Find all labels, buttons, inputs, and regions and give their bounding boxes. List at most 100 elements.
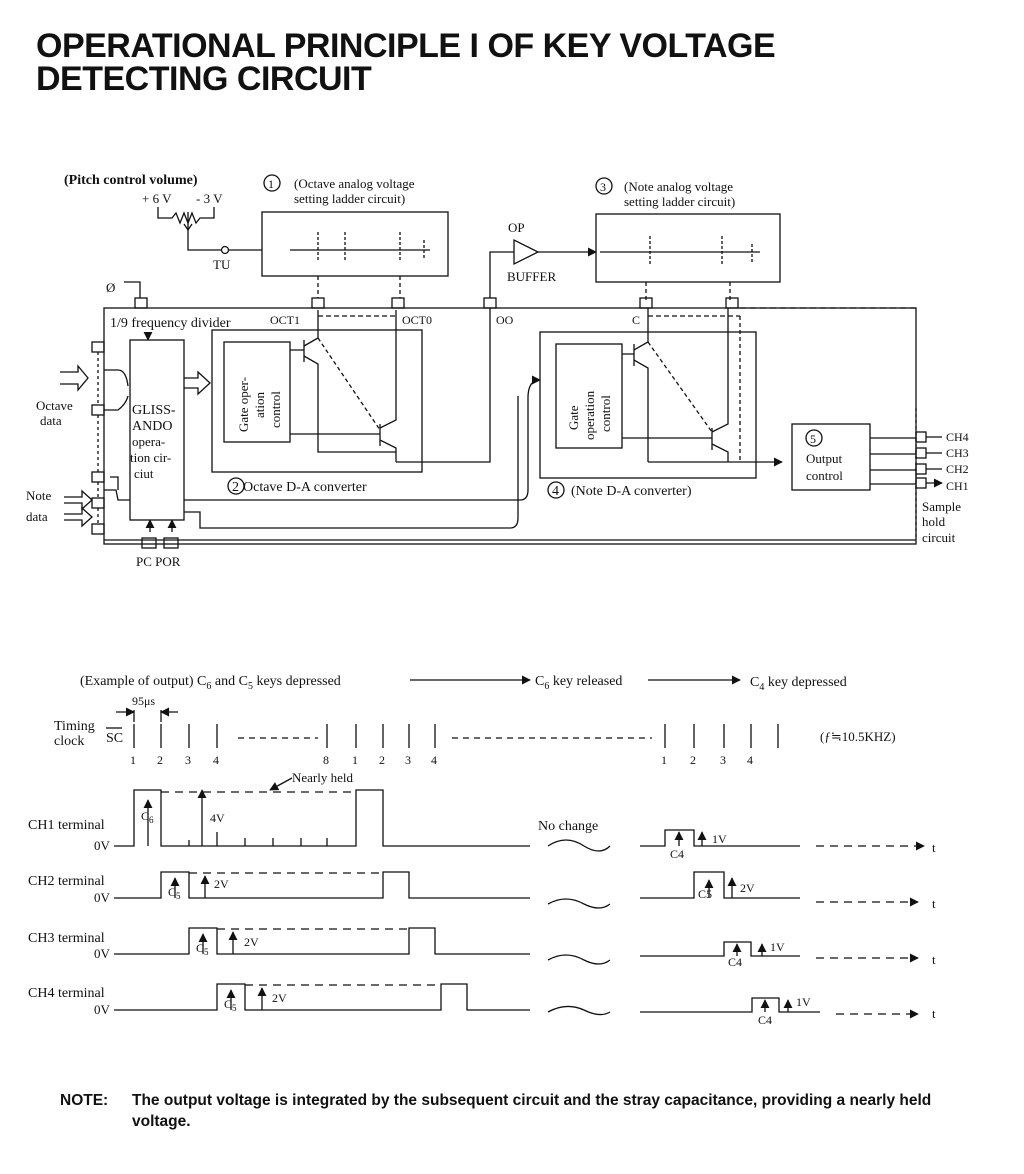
clock-num-c3: 3 xyxy=(720,753,726,767)
no-change-label: No change xyxy=(538,819,598,834)
divider-label: 1/9 frequency divider xyxy=(110,316,231,331)
note-data-label-1: Note xyxy=(26,488,52,503)
note-data-label-2: data xyxy=(26,509,48,524)
gliss-5: ciut xyxy=(134,466,154,481)
c4-depressed-label: C4 key depressed xyxy=(750,675,847,693)
octave-dac-label: 2 Octave D-A converter xyxy=(232,480,367,495)
output-control-box xyxy=(791,423,871,491)
timing-label-2: clock xyxy=(54,734,84,749)
ch3-waveform: CH3 terminal 0V C5 2V C4 1V t xyxy=(28,927,936,969)
ch3-level: 2V xyxy=(244,935,259,949)
ch3-label: CH3 xyxy=(946,446,969,460)
gliss-2: ANDO xyxy=(132,419,172,434)
sample-hold-1: Sample xyxy=(922,499,961,514)
ch2-level: 2V xyxy=(214,877,229,891)
clock-num-a3: 3 xyxy=(185,753,191,767)
gate2-line-2: operation xyxy=(582,390,597,440)
ch4-level: 2V xyxy=(272,991,287,1005)
ch4-after-c: C4 xyxy=(758,1013,772,1027)
ch2-waveform: CH2 terminal 0V C5 2V C5 2V t xyxy=(28,871,936,911)
ladder1-label-2: setting ladder circuit) xyxy=(294,191,405,206)
clock-num-b4: 3 xyxy=(405,753,411,767)
released-label: C6 key released xyxy=(535,674,622,692)
pitch-label: (Pitch control volume) xyxy=(64,173,198,188)
ch1-t: t xyxy=(932,840,936,855)
title-line-2: DETECTING CIRCUIT xyxy=(36,60,372,98)
clock-num-a4: 4 xyxy=(213,753,219,767)
potentiometer xyxy=(157,207,215,225)
ch4-zero: 0V xyxy=(94,1002,111,1017)
ladder1-label-1: (Octave analog voltage xyxy=(294,176,415,191)
ch4-name: CH4 terminal xyxy=(28,986,105,1001)
timing-label-1: Timing xyxy=(54,719,95,734)
example-label: (Example of output) C6 and C5 keys depre… xyxy=(80,674,341,692)
buffer-label: BUFFER xyxy=(507,269,556,284)
tu-label: TU xyxy=(213,257,231,272)
ch2-label: CH2 xyxy=(946,462,969,476)
ch3-after-level: 1V xyxy=(770,940,785,954)
note-text: The output voltage is integrated by the … xyxy=(132,1092,932,1130)
ch4-waveform: CH4 terminal 0V C5 2V C4 1V t xyxy=(28,983,936,1027)
ladder3-label-1: (Note analog voltage xyxy=(624,179,733,194)
clock-num-c4: 4 xyxy=(747,753,753,767)
sample-hold-2: hold xyxy=(922,514,946,529)
plus-6v-label: + 6 V xyxy=(142,191,172,206)
gliss-1: GLISS- xyxy=(132,403,176,418)
ch3-t: t xyxy=(932,952,936,967)
ch4-after-level: 1V xyxy=(796,995,811,1009)
phi-label: Ø xyxy=(106,280,115,295)
ch3-after-c: C4 xyxy=(728,955,742,969)
nearly-held-label: Nearly held xyxy=(292,770,354,785)
ch1-zero: 0V xyxy=(94,838,111,853)
op-buffer xyxy=(513,238,540,266)
note-label: NOTE: xyxy=(60,1092,109,1109)
ch1-c-main: C6 xyxy=(141,809,154,825)
glissando-block xyxy=(129,339,185,521)
note-data-arrow-1 xyxy=(64,489,93,511)
gate-control-2 xyxy=(555,343,623,449)
ch2-c-main: C5 xyxy=(168,885,181,901)
clock-num-c2: 2 xyxy=(690,753,696,767)
ch2-after-c: C5 xyxy=(698,887,712,901)
timing-diagram: (Example of output) C6 and C5 keys depre… xyxy=(28,674,936,1027)
clock-num-b3: 2 xyxy=(379,753,385,767)
ch1-name: CH1 terminal xyxy=(28,818,105,833)
freq-label: (ƒ≒10.5KHZ) xyxy=(820,729,896,744)
oct1-label: OCT1 xyxy=(270,313,300,327)
output-number: 5 xyxy=(810,432,816,446)
c-label: C xyxy=(632,313,640,327)
octave-data-arrow xyxy=(60,364,89,392)
ch4-label: CH4 xyxy=(946,430,969,444)
clock-num-b5: 4 xyxy=(431,753,437,767)
output-control-1: Output xyxy=(806,451,843,466)
gliss-4: tion cir- xyxy=(130,450,171,465)
ch2-t: t xyxy=(932,896,936,911)
oo-label: OO xyxy=(496,313,514,327)
clock-num-a1: 1 xyxy=(130,753,136,767)
output-control-2: control xyxy=(806,468,843,483)
octave-dac-text: Octave D-A converter xyxy=(243,480,367,495)
gate-control-1 xyxy=(223,341,291,443)
octave-data-label-2: data xyxy=(40,413,62,428)
ch1-level: 4V xyxy=(210,811,225,825)
ladder3-box xyxy=(595,213,781,283)
ch1-label: CH1 xyxy=(946,479,969,493)
ch1-after-level: 1V xyxy=(712,832,727,846)
ch4-c-main: C5 xyxy=(224,997,237,1013)
clock-ticks xyxy=(133,724,779,748)
octave-data-label-1: Octave xyxy=(36,398,73,413)
ch3-c-main: C5 xyxy=(196,941,209,957)
gate1-line-3: control xyxy=(268,391,283,428)
pc-por-label: PC POR xyxy=(136,554,181,569)
ch3-name: CH3 terminal xyxy=(28,931,105,946)
ch3-zero: 0V xyxy=(94,946,111,961)
gate2-line-3: control xyxy=(598,395,613,432)
gliss-3: opera- xyxy=(132,434,165,449)
clock-num-c1: 1 xyxy=(661,753,667,767)
tu-terminal xyxy=(220,245,230,255)
note-data-arrow-2 xyxy=(64,506,93,528)
sc-label: SC xyxy=(106,731,123,746)
octave-dac-number: 2 xyxy=(232,480,239,495)
clock-num-b2: 1 xyxy=(352,753,358,767)
